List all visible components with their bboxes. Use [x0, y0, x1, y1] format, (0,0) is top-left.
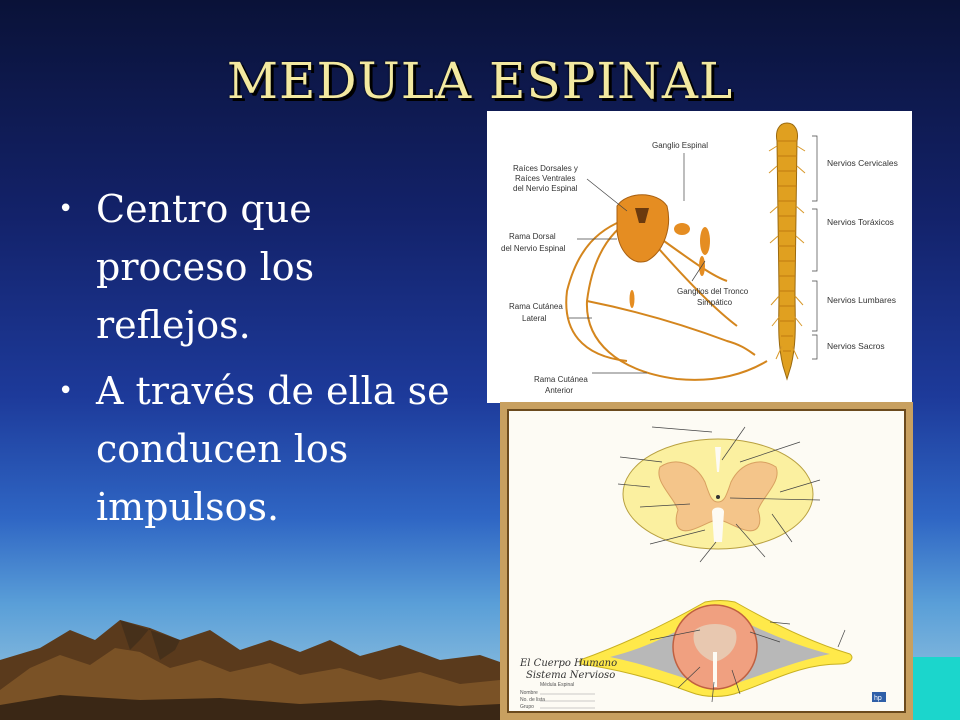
cross-section-figure: El Cuerpo Humano Sistema Nervioso Médula…: [500, 402, 913, 720]
label-cutanea-lateral-1: Rama Cutánea: [509, 302, 563, 311]
bullet-text: A través de ella se conducen los impulso…: [96, 369, 450, 529]
label-nervios-cervicales: Nervios Cervicales: [827, 158, 898, 168]
label-cutanea-lateral-2: Lateral: [522, 314, 547, 323]
form-title: Médula Espinal: [540, 682, 574, 688]
label-nervios-lumbares: Nervios Lumbares: [827, 295, 896, 305]
label-ganglios-tronco-2: Simpático: [697, 298, 733, 307]
label-cutanea-anterior-1: Rama Cutánea: [534, 375, 588, 384]
spinal-nerve-diagram: Ganglio Espinal Raíces Dorsales y Raíces…: [501, 122, 898, 395]
label-raices-3: del Nervio Espinal: [513, 184, 578, 193]
label-ganglios-tronco-1: Ganglios del Tronco: [677, 287, 749, 296]
hp-logo-icon: [872, 692, 886, 702]
slide-title: MEDULA ESPINAL: [226, 52, 734, 110]
caption-sistema-nervioso: Sistema Nervioso: [526, 670, 615, 681]
label-nervios-toraxicos: Nervios Toráxicos: [827, 217, 894, 227]
teal-corner-block: [913, 657, 960, 720]
bullet-item: • A través de ella se conducen los impul…: [58, 362, 458, 536]
hp-logo: hp: [874, 695, 882, 702]
form-field-grupo: Grupo: [520, 704, 534, 710]
form-field-nombre: Nombre: [520, 690, 538, 696]
label-raices-1: Raíces Dorsales y: [513, 164, 578, 173]
bullet-list: • Centro que proceso los reflejos. • A t…: [58, 180, 458, 544]
label-ganglio-espinal: Ganglio Espinal: [652, 141, 708, 150]
spinal-nerve-figure: Ganglio Espinal Raíces Dorsales y Raíces…: [487, 111, 912, 403]
caption-cuerpo-humano: El Cuerpo Humano: [519, 658, 617, 669]
label-rama-dorsal-1: Rama Dorsal: [509, 232, 556, 241]
bullet-marker: •: [58, 194, 74, 224]
bullet-marker: •: [58, 376, 74, 406]
label-cutanea-anterior-2: Anterior: [545, 386, 573, 395]
label-rama-dorsal-2: del Nervio Espinal: [501, 244, 566, 253]
label-raices-2: Raíces Ventrales: [515, 174, 575, 183]
bullet-text: Centro que proceso los reflejos.: [96, 187, 315, 347]
label-nervios-sacros: Nervios Sacros: [827, 341, 885, 351]
bullet-item: • Centro que proceso los reflejos.: [58, 180, 458, 354]
form-field-lista: No. de lista: [520, 697, 545, 703]
cross-section-diagram: El Cuerpo Humano Sistema Nervioso Médula…: [519, 426, 886, 710]
